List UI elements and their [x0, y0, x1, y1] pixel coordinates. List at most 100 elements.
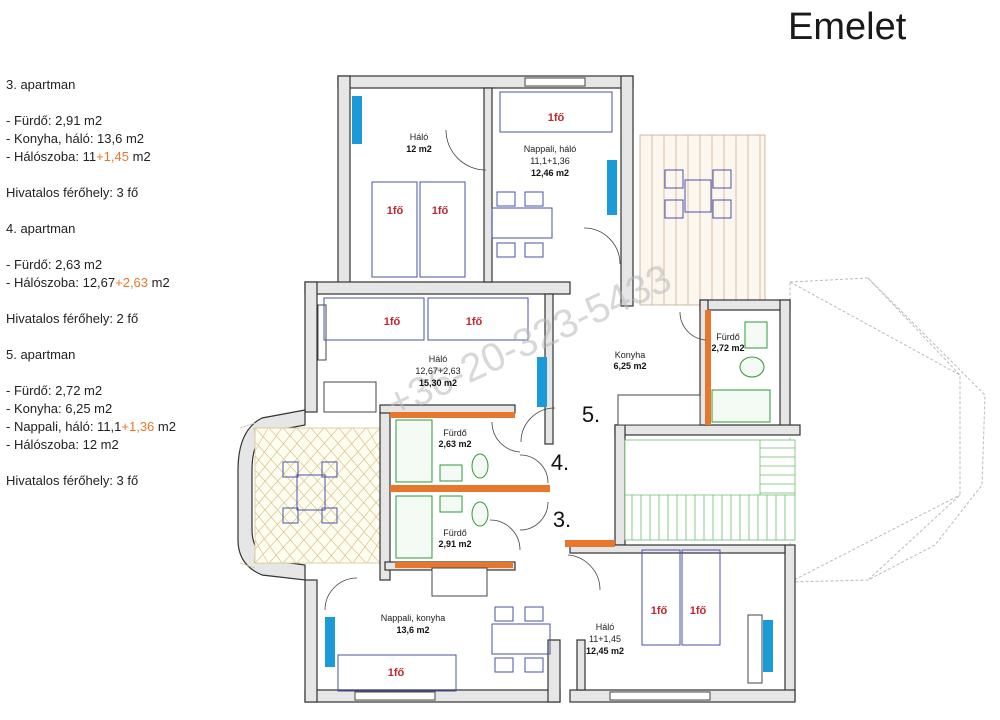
window: [607, 160, 617, 215]
deck-chair: [712, 169, 732, 189]
decorative-line: [310, 427, 381, 508]
room-name: Háló: [410, 132, 429, 142]
deck-chair: [664, 169, 684, 189]
apt4-heading: 4. apartman: [6, 221, 76, 236]
wardrobe: [747, 614, 763, 684]
chair: [524, 606, 544, 622]
apt3-bedroom-extra: +1,45: [96, 149, 129, 164]
shower: [711, 389, 771, 423]
table: [491, 623, 551, 655]
decorative-line: [366, 427, 381, 452]
beds: [323, 91, 721, 692]
sofa-bed: [499, 91, 613, 133]
decorative-line: [254, 427, 297, 480]
orange-partitions: [390, 310, 711, 568]
door: [567, 554, 601, 591]
room-labels: Háló 12 m2 Nappali, háló 11,1+1,36 12,46…: [381, 132, 745, 656]
chair: [524, 242, 544, 258]
room-area: 13,6 m2: [396, 625, 429, 635]
apt4-bedroom: - Hálószoba: 12,67+2,63 m2: [6, 274, 226, 292]
apt4-bedroom-unit: m2: [148, 275, 170, 290]
room-subarea: 11+1,45: [589, 634, 621, 644]
room-area: 2,91 m2: [438, 539, 471, 549]
window: [537, 357, 547, 407]
room-name: Háló: [429, 354, 448, 364]
bed: [427, 297, 529, 341]
apt4-bathroom: - Fürdő: 2,63 m2: [6, 257, 103, 272]
apt3-capacity: Hivatalos férőhely: 3 fő: [6, 185, 139, 200]
bed-capacity-label: 1fő: [651, 605, 668, 617]
decorative-line: [352, 427, 381, 466]
deck-table: [684, 179, 712, 213]
apt4-bedroom-extra: +2,63: [115, 275, 149, 290]
sink: [744, 321, 768, 349]
toilet: [471, 501, 489, 527]
decorative-line: [338, 427, 381, 480]
bay-terrace: [237, 409, 382, 581]
terrace-chair: [282, 507, 299, 524]
decorative-line: [296, 427, 381, 522]
door: [324, 577, 358, 611]
decorative-line: [254, 497, 311, 564]
bed-capacity-label: 1fő: [690, 605, 707, 617]
decorative-line: [324, 497, 381, 564]
bed: [323, 297, 425, 341]
apt5-living: - Nappali, háló: 11,1+1,36 m2: [6, 418, 226, 436]
room-subarea: 11,1+1,36: [530, 156, 570, 166]
decorative-line: [254, 441, 367, 564]
bed-capacity-label: 1fő: [387, 205, 404, 217]
decorative-line: [254, 525, 283, 564]
shower: [395, 495, 433, 559]
apt3-bedroom-base: - Hálószoba: 11: [6, 149, 97, 164]
bed-capacity-label: 1fő: [548, 112, 565, 124]
apt3-kitchen: - Konyha, háló: 13,6 m2: [6, 131, 145, 146]
room-area: 6,25 m2: [613, 361, 646, 371]
apartment-number-3: 3.: [553, 507, 571, 532]
toilet: [739, 356, 765, 378]
kitchen-counter: [617, 394, 701, 426]
room-name: Háló: [596, 622, 615, 632]
terrace-chair: [321, 461, 338, 478]
room-name: Nappali, konyha: [381, 613, 446, 623]
apt5-living-base: - Nappali, háló: 11,1: [6, 419, 122, 434]
apt3-heading: 3. apartman: [6, 77, 76, 92]
apt4-capacity: Hivatalos férőhely: 2 fő: [6, 311, 139, 326]
terrace-table: [296, 474, 326, 511]
apartment-number-4: 4.: [551, 450, 569, 475]
apt4-bedroom-base: - Hálószoba: 12,67: [6, 275, 116, 290]
room-name: Nappali, háló: [524, 144, 577, 154]
terrace-deck: [639, 134, 766, 306]
decorative-line: [352, 525, 381, 564]
decorative-line: [366, 539, 381, 564]
apt5-bathroom: - Fürdő: 2,72 m2: [6, 383, 103, 398]
door: [583, 227, 621, 265]
decorative-line: [254, 511, 297, 564]
toilet: [471, 453, 489, 479]
chair: [494, 606, 514, 622]
bed-capacity-label: 1fő: [466, 316, 483, 328]
door: [445, 129, 487, 171]
window: [325, 617, 335, 667]
table: [491, 207, 553, 239]
bed: [641, 549, 681, 646]
page-title: Emelet: [788, 6, 907, 48]
room-area: 12 m2: [406, 144, 432, 154]
roof-outline: [789, 277, 986, 583]
room-name: Fürdő: [443, 528, 467, 538]
room-name: Konyha: [615, 350, 646, 360]
bed: [371, 181, 418, 278]
doors: [324, 129, 707, 611]
sink: [439, 464, 463, 482]
door: [520, 407, 556, 443]
apt5-heading: 5. apartman: [6, 347, 76, 362]
decorative-line: [310, 483, 381, 564]
room-area: 15,30 m2: [419, 378, 457, 388]
bed: [419, 181, 466, 278]
decorative-line: [239, 562, 256, 569]
room-name: Fürdő: [443, 428, 467, 438]
terrace-chair: [321, 507, 338, 524]
sofa-bed: [337, 654, 457, 692]
bed-labels: 1fő 1fő 1fő 1fő 1fő 1fő 1fő 1fő: [384, 112, 707, 679]
apartment-numbers: 5. 4. 3.: [551, 402, 600, 532]
